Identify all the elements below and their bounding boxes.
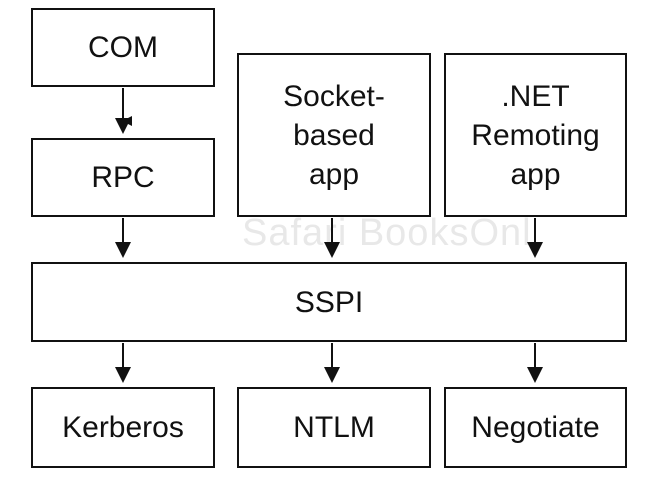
watermark-text: Safari BooksOnl [242, 212, 532, 254]
negotiate-box: Negotiate [444, 387, 627, 468]
net-remoting-app-label: .NET Remoting app [471, 79, 600, 191]
net-remoting-app-box: .NET Remoting app [444, 53, 627, 217]
arrow-sspi-to-negotiate-head [527, 367, 543, 383]
kerberos-label: Kerberos [62, 411, 184, 444]
arrow-sspi-to-kerberos-head [115, 367, 131, 383]
kerberos-box: Kerberos [31, 387, 215, 468]
arrow-com-to-rpc-head [115, 118, 131, 134]
rpc-label: RPC [91, 161, 155, 194]
sspi-box: SSPI [31, 262, 627, 342]
sspi-label: SSPI [294, 285, 364, 319]
rpc-box: RPC [31, 138, 215, 217]
arrow-rpc-to-sspi-head [115, 242, 131, 258]
ntlm-label: NTLM [293, 411, 375, 444]
negotiate-label: Negotiate [471, 411, 600, 444]
arrow-net-to-sspi-head [527, 242, 543, 258]
arrow-socket-to-sspi-head [324, 242, 340, 258]
arrow-sspi-to-ntlm-head [324, 367, 340, 383]
socket-app-box: Socket- based app [237, 53, 431, 217]
ntlm-box: NTLM [237, 387, 431, 468]
com-box: COM [31, 8, 215, 87]
com-label: COM [88, 31, 158, 64]
socket-app-label: Socket- based app [283, 79, 385, 191]
